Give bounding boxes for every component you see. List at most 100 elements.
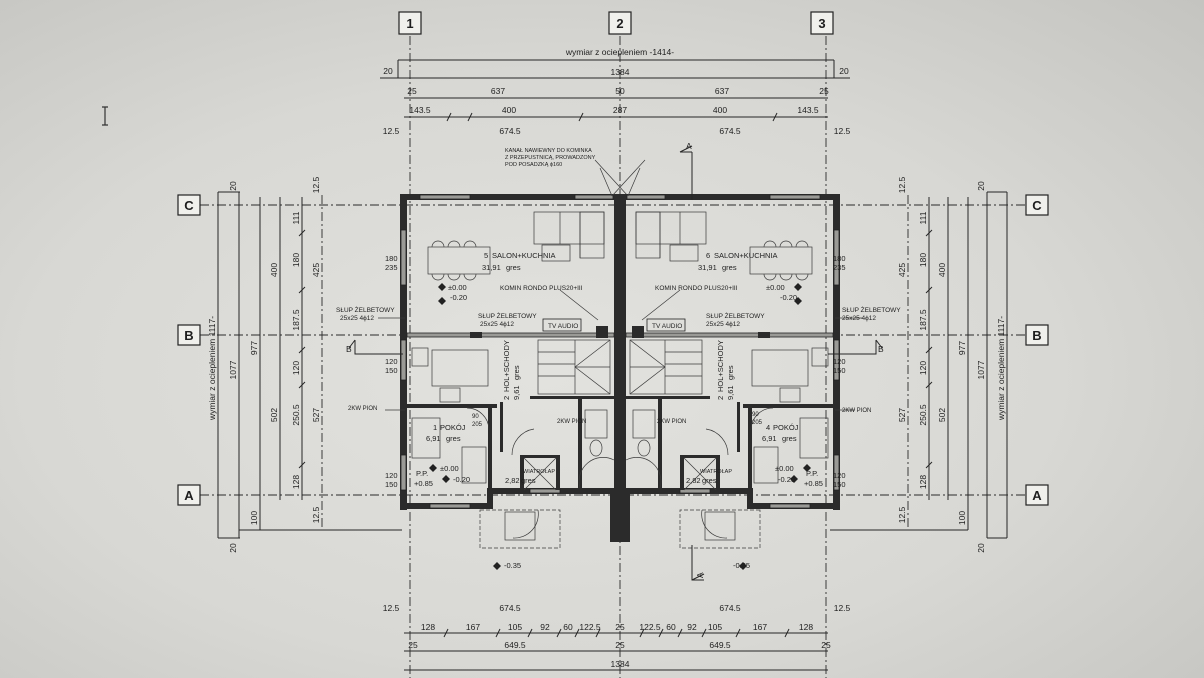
top-dimension-row1: 637	[715, 86, 729, 96]
bottom-dimension-row2: 92	[540, 622, 550, 632]
top-total-dimension: 1384	[611, 67, 630, 77]
bottom-dimension-row2: 122.5	[579, 622, 601, 632]
top-dimension-row2: 143.5	[409, 105, 431, 115]
left-dimension-row3: 12.5	[311, 176, 321, 193]
right-dimension-row3: 425	[897, 263, 907, 277]
dimension-tick	[527, 628, 533, 638]
left-vent-label: 2KW PION	[557, 419, 586, 425]
right-room-area: 6,91	[762, 434, 777, 443]
top-dimension-row3: 674.5	[719, 126, 741, 136]
top-dimension-row2: 400	[713, 105, 727, 115]
right-row-axis-box	[1025, 324, 1049, 346]
right-hall-name: HOL+SCHODY	[716, 340, 725, 392]
column-axis-box	[810, 11, 834, 35]
right-room-door-height: 205	[752, 420, 763, 426]
left-window-height: 235	[385, 263, 398, 272]
left-living-level: ±0.00	[448, 283, 467, 292]
right-dimension-row3: 12.5	[897, 506, 907, 523]
right-kitchen-window-width: 120	[833, 357, 846, 366]
left-entrance-level: -0.35	[504, 561, 521, 570]
right-inner-dimension: 977	[957, 341, 967, 355]
right-total-dimension: 1077	[976, 360, 986, 379]
bottom-dimension-row1: 674.5	[719, 603, 741, 613]
dimension-tick	[677, 628, 683, 638]
right-dimension-row3: 527	[897, 408, 907, 422]
dimension-tick	[925, 286, 933, 294]
right-hall-number: 2	[716, 396, 725, 400]
left-vestibule-floor: gres	[521, 476, 536, 485]
dimension-tick	[784, 628, 790, 638]
top-dimension-row1: 25	[407, 86, 417, 96]
left-row-axis-box	[177, 324, 201, 346]
section-a-line-top	[679, 145, 693, 200]
left-outer-vent-label: 2KW PION	[348, 406, 377, 412]
left-hall-number: 2	[502, 396, 511, 400]
left-dimension-row1: 400	[269, 263, 279, 277]
bottom-dimension-row2: 60	[666, 622, 676, 632]
right-window-height: 235	[833, 263, 846, 272]
left-room-door-width: 90	[472, 414, 479, 420]
right-living-name: SALON+KUCHNIA	[714, 251, 778, 260]
dimension-tick	[298, 381, 306, 389]
right-overall-dimension-label: wymiar z ociepleniem 1117-	[996, 316, 1006, 421]
bottom-dimension-row1: 12.5	[834, 603, 851, 613]
left-room-number: 1	[433, 423, 437, 432]
grid-axes	[200, 36, 1025, 678]
room-labels: 5 SALON+KUCHNIA 31,91 gres 6 SALON+KUCHN…	[426, 251, 799, 485]
right-row-axis-label: A	[1032, 488, 1042, 503]
bottom-dimension-row2: 167	[753, 622, 767, 632]
right-room-level-ext: -0.20	[778, 475, 795, 484]
right-tv-audio-box	[646, 318, 686, 332]
left-tv-audio-box	[542, 318, 582, 332]
column-axis-label: 2	[616, 16, 623, 31]
top-overall-dimension-label: wymiar z ociepleniem -1414-	[565, 47, 674, 57]
dimension-tick	[772, 112, 778, 122]
left-living-floor: gres	[506, 263, 521, 272]
left-hall-floor: gres	[512, 365, 521, 380]
left-row-axis-box	[177, 194, 201, 216]
right-inner-column-note-2: 25x25 4ϕ12	[706, 321, 740, 328]
left-row-axis-box	[177, 484, 201, 506]
left-row-axis-label: B	[184, 328, 193, 343]
right-row-axis-label: B	[1032, 328, 1041, 343]
right-dimension-row2: 250.5	[918, 404, 928, 426]
dimension-tick	[639, 628, 645, 638]
right-room-number: 4	[766, 423, 770, 432]
left-dimension-row2: 111	[291, 211, 301, 224]
left-vestibule-area: 2,82	[505, 476, 520, 485]
right-dimension-row2: 180	[918, 253, 928, 267]
right-edge-dimension-bottom: 20	[976, 543, 986, 553]
bottom-dimension-row3: 649.5	[504, 640, 526, 650]
right-entrance-level: -0.35	[733, 561, 750, 570]
dimension-tick	[556, 628, 562, 638]
right-vestibule-floor: gres	[702, 476, 717, 485]
left-hall-area: 9,61	[512, 385, 521, 400]
left-tv-audio-label: TV AUDIO	[548, 323, 578, 330]
left-dimension-row2: 128	[291, 475, 301, 489]
left-room-window-width: 120	[385, 471, 398, 480]
left-living-number: 5	[484, 251, 488, 260]
section-b-marker-left: B	[346, 344, 352, 354]
dimension-tick	[595, 628, 601, 638]
column-axis-box	[398, 11, 422, 35]
bottom-dimension-row1: 674.5	[499, 603, 521, 613]
dimension-tick	[495, 628, 501, 638]
right-vestibule-name: WIATROŁAP	[700, 469, 732, 475]
right-room-level: ±0.00	[775, 464, 794, 473]
right-unit-plan	[611, 159, 863, 571]
text-cursor-icon	[102, 106, 108, 126]
dimension-tick	[298, 346, 306, 354]
dimension-tick	[925, 381, 933, 389]
air-duct-note-3: POD POSADZKĄ ϕ160	[505, 162, 562, 168]
bottom-dimension-row2: 128	[421, 622, 435, 632]
left-dimension-row1: 502	[269, 408, 279, 422]
top-dimension-row1: 25	[819, 86, 829, 96]
right-pp-value: +0.85	[804, 479, 823, 488]
left-dimension-row3: 527	[311, 408, 321, 422]
right-outer-vent-label: 2KW PION	[842, 408, 871, 414]
right-hall-area: 9,61	[726, 385, 735, 400]
bottom-dimension-row2: 128	[799, 622, 813, 632]
bottom-dimension-row2: 105	[508, 622, 522, 632]
right-room-window-width: 120	[833, 471, 846, 480]
